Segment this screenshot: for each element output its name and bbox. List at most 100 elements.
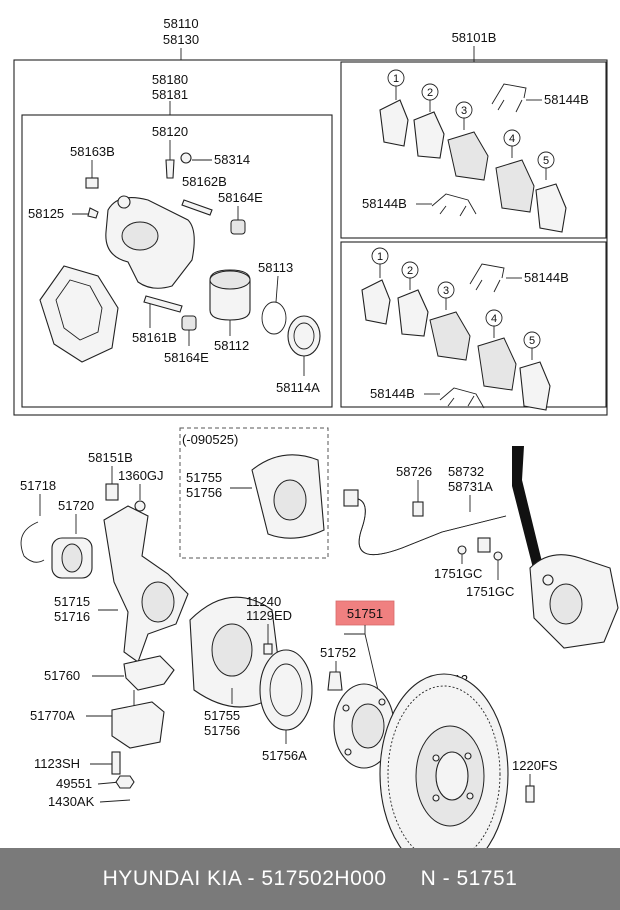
spring-clip-bottom-b [439,387,485,409]
part-label-58114a: 58114A [276,380,320,395]
part-label-1751gc-b: 1751GC [466,584,514,599]
hose-fitting-bottom [477,537,491,553]
pad-3 [447,131,489,181]
shim-2 [413,111,445,159]
part-label-58144b-upper-top: 58144B [544,92,589,107]
bolt-58151b [105,483,119,501]
part-number-footer: HYUNDAI KIA - 517502H000 N - 51751 [0,848,620,910]
screw-11240 [263,643,273,655]
bleeder-screw [165,159,175,179]
caliper-assembly-frame [13,59,608,416]
pad-kit-frame-lower [340,241,607,408]
part-label-58731a: 58731A [448,479,493,494]
part-label-58120: 58120 [152,124,188,139]
spring-clip-top-b [469,263,505,293]
shim-5b [519,361,551,411]
cotter-pin [99,799,131,803]
part-label-51756a: 51756A [262,748,307,763]
part-label-51756-top: 51756 [186,485,222,500]
superseded-parts-box [179,427,329,559]
part-label-51755-bot: 51755 [204,708,240,723]
pad-4b [477,337,517,391]
pad-number-2b: 2 [407,265,413,277]
disc-bolt-hole [432,794,440,802]
washer-1751gc-a [457,545,467,555]
nut-49551 [115,775,135,789]
part-label-51716: 51716 [54,609,90,624]
pad-number-1b: 1 [377,251,383,263]
bolt-58163b [85,177,99,189]
clip-58125 [87,207,99,219]
wheel-hub-flange [351,703,385,749]
pad-kit-upper: 1 2 3 4 5 58144B 58144B [362,69,589,233]
part-label-58181: 58181 [152,87,188,102]
pad-kit-frame-upper [340,61,607,239]
part-label-58144b-upper-bot: 58144B [362,196,407,211]
pad-number-2: 2 [427,87,433,99]
seal-51756a-inner [269,663,303,717]
part-label-58130: 58130 [163,32,199,47]
brake-disc-center [435,751,469,801]
bleeder-boss [117,195,131,209]
part-label-11240: 11240 [246,594,281,609]
part-label-51752: 51752 [320,645,356,660]
part-label-1220fs: 1220FS [512,758,558,773]
part-label-58144b-lower-bot: 58144B [370,386,415,401]
part-label-1430ak: 1430AK [48,794,95,809]
highlight-51751 [335,600,395,626]
piston-seal [261,301,287,335]
dust-boot-inner [293,322,315,350]
hub-stud-hole [342,704,350,712]
footer-reference-number: N - 51751 [420,867,518,890]
dust-shield-old-hole [273,479,307,521]
pad-number-1: 1 [393,73,399,85]
pad-number-3b: 3 [443,285,449,297]
part-label-49551: 49551 [56,776,92,791]
screw-1220fs [525,785,535,803]
guide-pin-58161b [143,295,183,313]
caliper-bleeder [542,574,554,586]
piston-top [209,270,251,290]
part-label-51715: 51715 [54,594,90,609]
part-label-51720: 51720 [58,498,94,513]
shim-1b [361,279,391,325]
hose-fitting-top [343,489,359,507]
bracket-inner [55,279,103,341]
part-label-51760: 51760 [44,668,80,683]
part-label-58164e-top: 58164E [218,190,263,205]
part-label-58732: 58732 [448,464,484,479]
pad-kit-lower: 1 2 3 4 5 58144B 58144B [361,247,569,411]
part-label-58112: 58112 [214,338,249,353]
pad-4 [495,159,535,213]
part-label-58162b: 58162B [182,174,227,189]
boot-58164e-bot [181,315,197,331]
part-label-51755-top: 51755 [186,470,222,485]
seal-51756a [259,649,313,731]
wheel-stud [327,671,343,691]
hub-stud-hole [344,748,352,756]
caliper-bracket [39,265,119,363]
washer-1751gc-b [493,551,503,561]
bolt-58726 [412,501,424,517]
boot-58164e-top [230,219,246,235]
brake-disc-vents [387,685,501,848]
cap-58314 [180,152,192,164]
knuckle-bore [141,581,175,623]
caliper-bore [121,221,159,251]
shim-2b [397,289,429,337]
exploded-parts-diagram: 58110 58130 58101B 58180 58181 58120 581… [13,16,619,848]
part-label-58101b: 58101B [452,30,497,45]
snap-ring [20,521,45,563]
part-label-58164e-bot: 58164E [164,350,209,365]
pad-number-4b: 4 [491,313,497,325]
part-label-1751gc-a: 1751GC [434,566,482,581]
disc-bolt-hole [464,752,472,760]
part-label-58180: 58180 [152,72,188,87]
part-label-1360gj: 1360GJ [118,468,164,483]
part-label-090525: (-090525) [182,432,238,447]
part-label-51770a: 51770A [30,708,75,723]
part-label-58314: 58314 [214,152,250,167]
pad-number-5: 5 [543,155,549,167]
brake-caliper-bore [549,583,583,625]
